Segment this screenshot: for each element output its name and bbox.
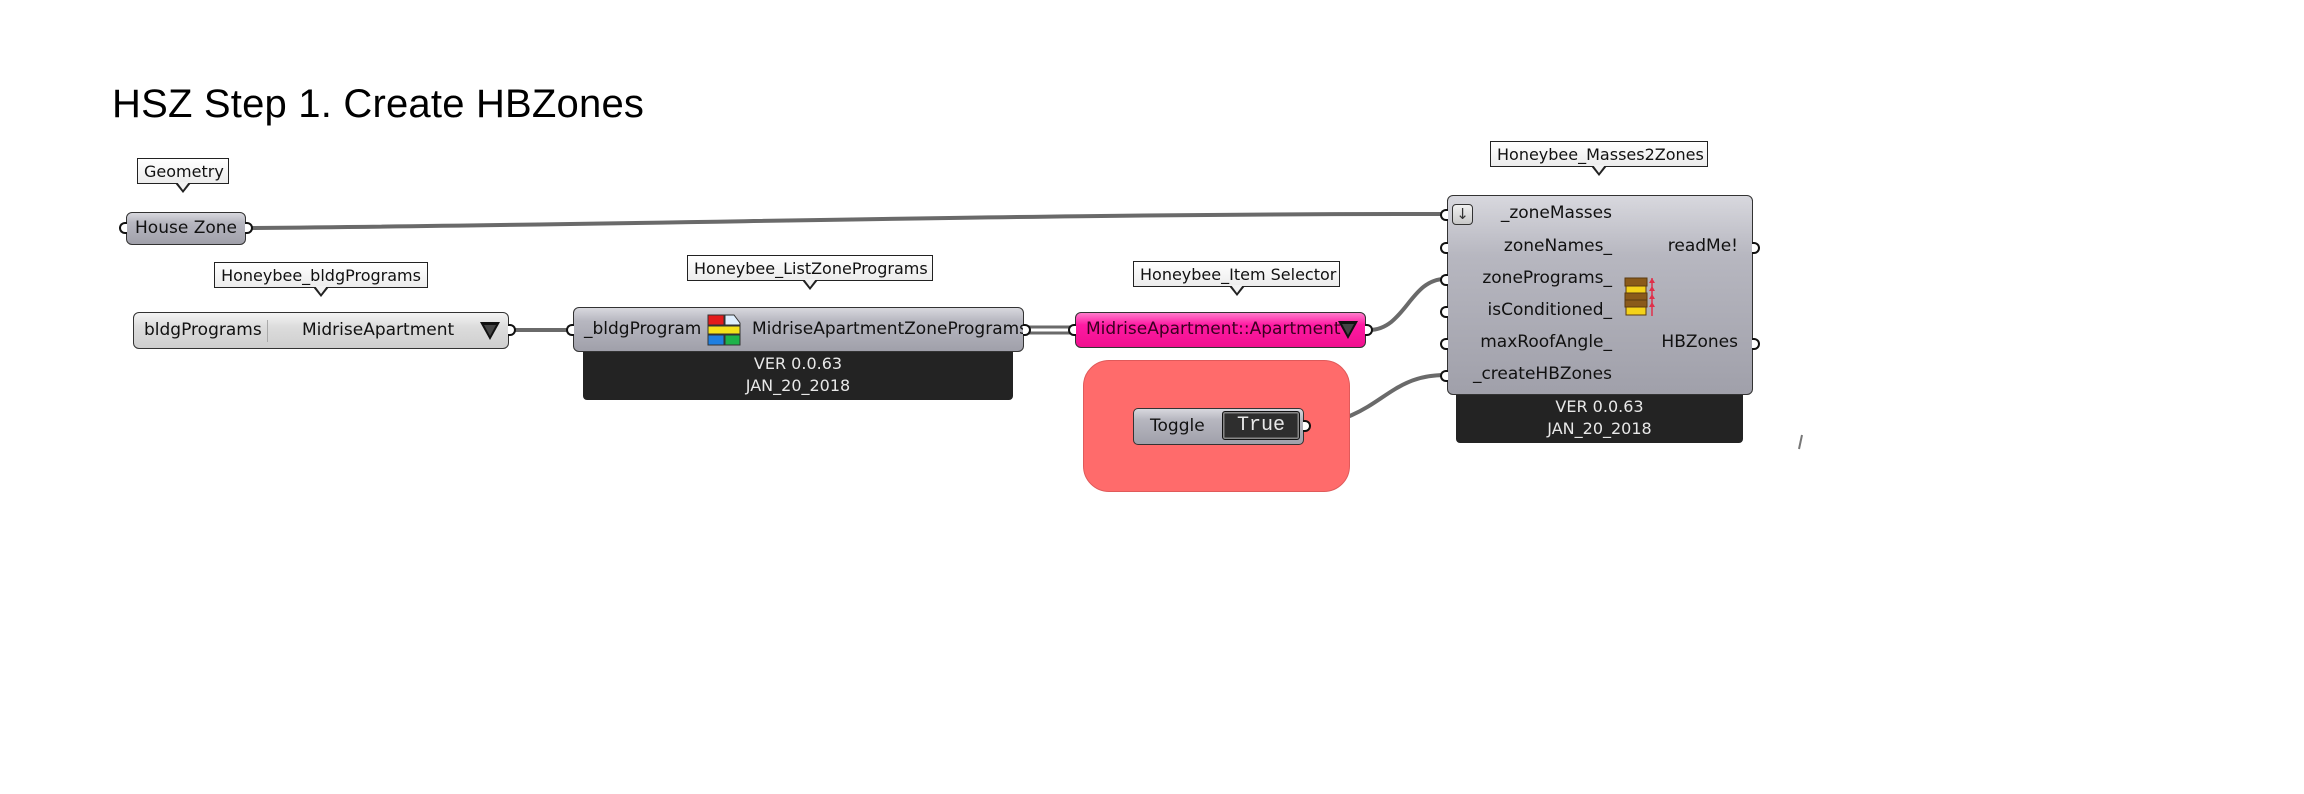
divider bbox=[267, 320, 268, 342]
date-text: JAN_20_2018 bbox=[745, 376, 851, 395]
input-label-zonemasses: _zoneMasses bbox=[1500, 203, 1612, 223]
itemselector-callout: Honeybee_Item Selector bbox=[1133, 261, 1340, 296]
masses2zones-footer: VER 0.0.63 JAN_20_2018 bbox=[1456, 393, 1743, 443]
boolean-toggle[interactable]: Toggle True bbox=[1133, 408, 1311, 445]
output-port[interactable] bbox=[1023, 324, 1031, 336]
input-port-zonenames[interactable] bbox=[1440, 242, 1448, 254]
wire-housezone-to-zonemasses[interactable] bbox=[248, 212, 1446, 230]
house-zone-label: House Zone bbox=[135, 218, 237, 238]
input-bldgprogram-label: _bldgProgram bbox=[584, 319, 702, 339]
output-port[interactable] bbox=[245, 222, 253, 234]
masses2zones-component[interactable]: ↓ _zoneMasses zoneNames_ zonePrograms_ i… bbox=[1440, 195, 1760, 395]
masses-to-zones-icon bbox=[1624, 277, 1655, 316]
bldgprograms-label: bldgPrograms bbox=[144, 320, 262, 340]
listzoneprograms-callout: Honeybee_ListZonePrograms bbox=[687, 255, 933, 290]
input-label-zoneprograms: zonePrograms_ bbox=[1482, 268, 1612, 288]
itemselector-callout-text: Honeybee_Item Selector bbox=[1140, 265, 1337, 284]
toggle-value-button[interactable]: True bbox=[1222, 411, 1300, 440]
triangle-down-icon[interactable] bbox=[480, 322, 500, 340]
output-zoneprograms-label: MidriseApartmentZonePrograms bbox=[752, 319, 1029, 339]
listzoneprograms-callout-text: Honeybee_ListZonePrograms bbox=[694, 259, 928, 278]
output-label-readme: readMe! bbox=[1667, 236, 1738, 256]
listzoneprograms-component[interactable]: _bldgProgram MidriseApartmentZoneProgram… bbox=[566, 307, 1031, 352]
output-port[interactable] bbox=[508, 324, 516, 336]
bldgprograms-callout: Honeybee_bldgPrograms bbox=[214, 262, 428, 297]
input-label-isconditioned: isConditioned_ bbox=[1487, 300, 1612, 320]
house-zone-param[interactable]: House Zone bbox=[119, 212, 253, 245]
input-port-maxroofangle[interactable] bbox=[1440, 338, 1448, 350]
date-text: JAN_20_2018 bbox=[1547, 419, 1652, 438]
stray-mark bbox=[1798, 434, 1803, 450]
input-port-zonemasses[interactable] bbox=[1440, 209, 1448, 221]
wire-listzoneprograms-to-itemselector[interactable] bbox=[1027, 325, 1073, 335]
output-label-hbzones: HBZones bbox=[1661, 332, 1738, 352]
wire-itemselector-to-zoneprograms[interactable] bbox=[1368, 277, 1446, 332]
bldgprograms-callout-text: Honeybee_bldgPrograms bbox=[221, 266, 421, 285]
itemselector-selected-value[interactable]: MidriseApartment::Apartment bbox=[1086, 319, 1341, 339]
itemselector-value-list[interactable]: MidriseApartment::Apartment bbox=[1068, 312, 1373, 348]
version-text: VER 0.0.63 bbox=[1555, 397, 1644, 416]
input-port-bldgprogram[interactable] bbox=[566, 324, 574, 336]
input-label-createhbzones: _createHBZones bbox=[1472, 364, 1612, 384]
bldgprograms-selected-value[interactable]: MidriseApartment bbox=[302, 320, 455, 340]
version-text: VER 0.0.63 bbox=[753, 354, 843, 373]
arrow-down-icon[interactable]: ↓ bbox=[1452, 204, 1473, 225]
output-port[interactable] bbox=[1365, 324, 1373, 336]
bldgprograms-value-list[interactable]: bldgPrograms MidriseApartment bbox=[133, 312, 516, 349]
input-port[interactable] bbox=[119, 222, 127, 234]
input-port[interactable] bbox=[1068, 324, 1076, 336]
canvas-title: HSZ Step 1. Create HBZones bbox=[112, 82, 645, 126]
output-port-hbzones[interactable] bbox=[1752, 338, 1760, 350]
listzoneprograms-footer: VER 0.0.63 JAN_20_2018 bbox=[583, 350, 1013, 400]
triangle-down-icon[interactable] bbox=[1338, 321, 1358, 339]
masses2zones-callout: Honeybee_Masses2Zones bbox=[1490, 141, 1708, 176]
input-port-zoneprograms[interactable] bbox=[1440, 274, 1448, 286]
geometry-callout: Geometry bbox=[137, 158, 229, 193]
input-port-isconditioned[interactable] bbox=[1440, 306, 1448, 318]
masses2zones-callout-text: Honeybee_Masses2Zones bbox=[1497, 145, 1704, 164]
input-port-createhbzones[interactable] bbox=[1440, 370, 1448, 382]
toggle-label: Toggle bbox=[1150, 416, 1205, 436]
zone-programs-icon bbox=[707, 314, 741, 346]
input-label-maxroofangle: maxRoofAngle_ bbox=[1480, 332, 1612, 352]
input-label-zonenames: zoneNames_ bbox=[1503, 236, 1612, 256]
geometry-callout-text: Geometry bbox=[144, 162, 224, 181]
output-port[interactable] bbox=[1303, 420, 1311, 432]
output-port-readme[interactable] bbox=[1752, 242, 1760, 254]
